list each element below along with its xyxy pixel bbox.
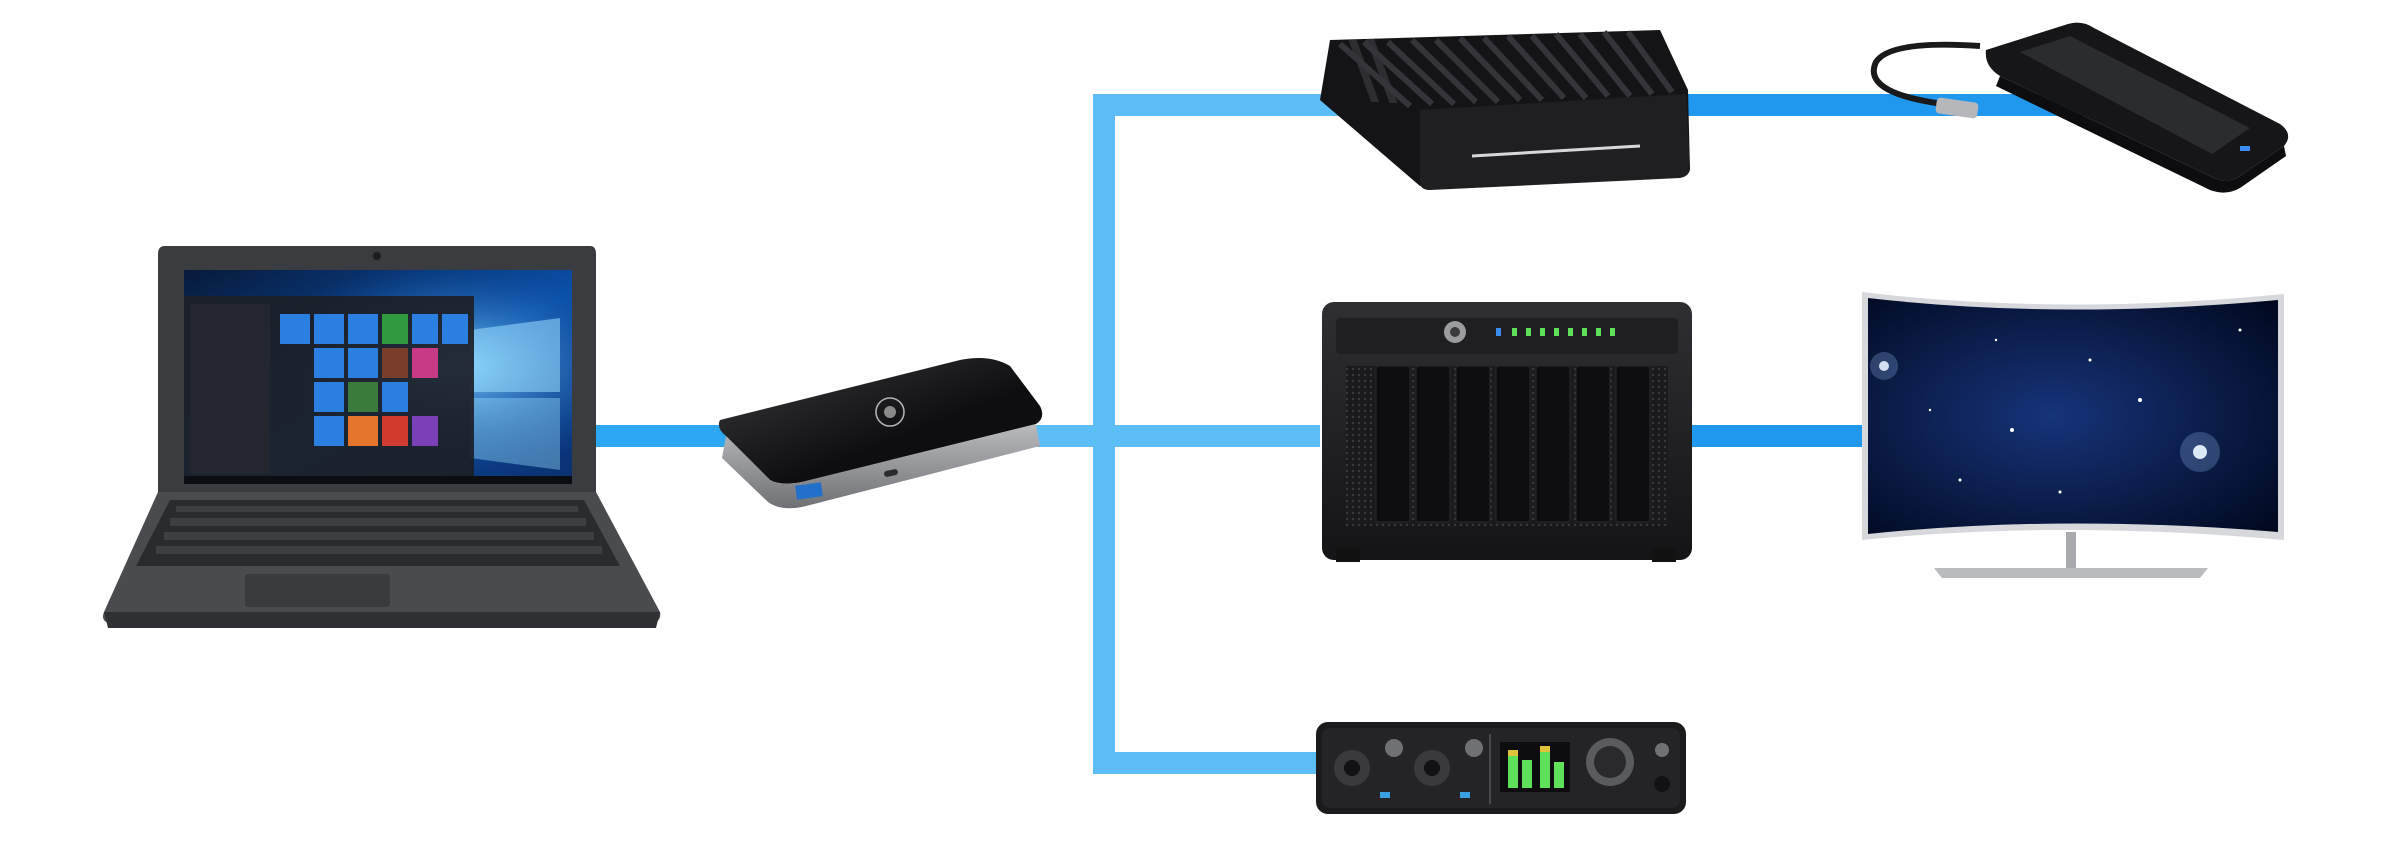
- audio-interface-icon: [1316, 722, 1686, 814]
- thunderbolt-dock-icon: [718, 358, 1043, 509]
- connection-lines: [590, 94, 2090, 774]
- raid-array-icon: [1322, 302, 1692, 562]
- laptop-icon: [103, 246, 661, 628]
- portable-ssd-icon: [1870, 22, 2289, 193]
- curved-monitor-icon: [1862, 292, 2284, 578]
- finned-ssd-enclosure-icon: [1320, 30, 1690, 190]
